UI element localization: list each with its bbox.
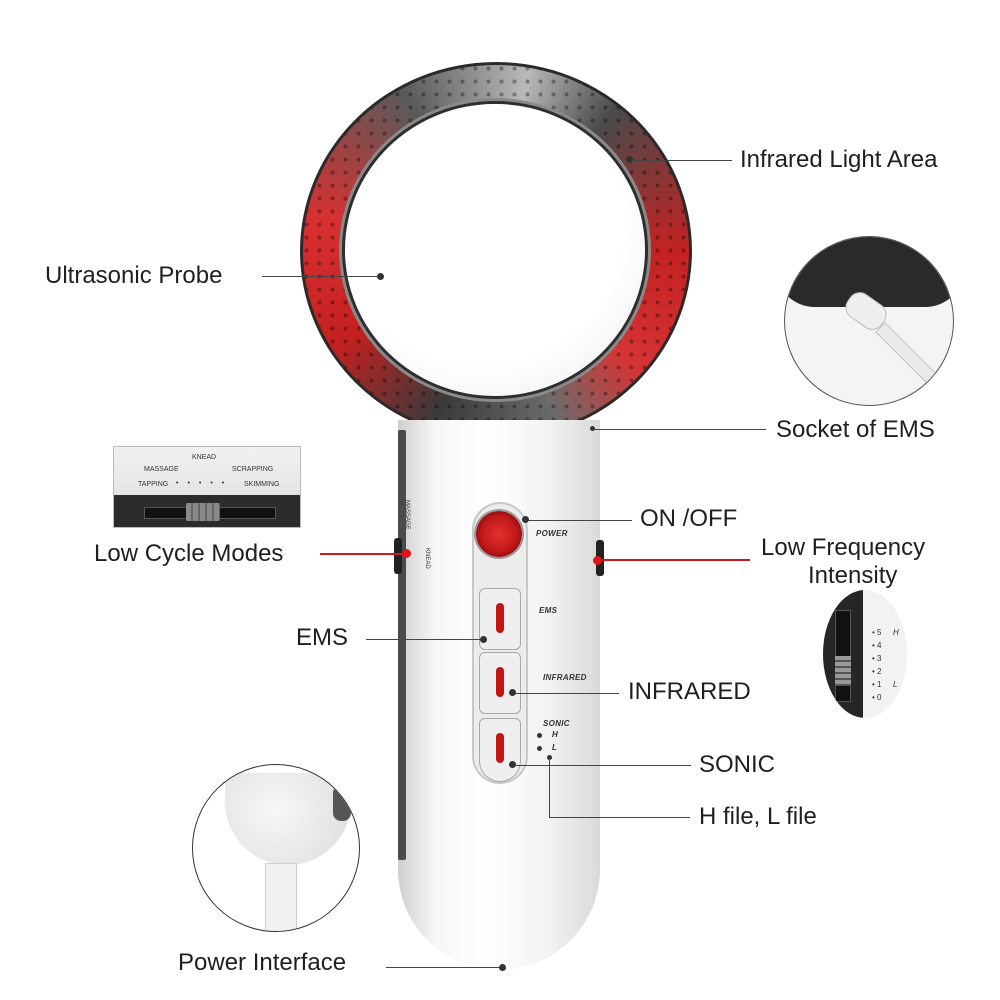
intensity-inset: • 5 • 4 • 3 • 2 • 1 • 0 H L <box>823 590 907 718</box>
ems-leader <box>366 639 482 640</box>
mode-massage: MASSAGE <box>144 466 179 473</box>
ultrasonic-probe-marker-icon <box>377 273 384 280</box>
hl-marker-icon <box>547 755 552 760</box>
ems-led-icon <box>496 603 504 633</box>
power-interface-inset <box>192 764 360 932</box>
infrared-area-leader <box>632 160 732 161</box>
ultrasonic-probe-leader <box>262 276 380 277</box>
label-ultrasonic-probe: Ultrasonic Probe <box>45 262 223 289</box>
power-marker-icon <box>522 516 529 523</box>
intensity-level: • 4 <box>872 641 882 650</box>
low-cycle-mode-slider[interactable] <box>394 538 402 574</box>
label-intensity: Intensity <box>808 562 898 589</box>
intensity-leader <box>600 559 750 561</box>
ems-socket-leader <box>594 429 766 430</box>
low-cycle-modes-inset: KNEAD MASSAGE SCRAPPING TAPPING SKIMMING… <box>113 446 301 528</box>
intensity-high-label: H <box>893 628 899 637</box>
sonic-l-caption: L <box>552 743 558 752</box>
sonic-caption: SONIC <box>543 719 570 728</box>
power-plug <box>265 863 297 931</box>
label-ems: EMS <box>296 624 349 651</box>
infrared-leader <box>515 693 619 694</box>
label-sonic: SONIC <box>699 751 776 778</box>
mode-tapping: TAPPING <box>138 481 169 488</box>
low-cycle-marker-icon <box>402 549 411 558</box>
infrared-area-marker-icon <box>626 156 633 163</box>
label-power-interface: Power Interface <box>178 949 347 976</box>
sonic-led-icon <box>496 733 504 763</box>
sonic-h-caption: H <box>552 730 559 739</box>
ems-cable <box>875 322 951 398</box>
power-interface-marker-icon <box>499 964 506 971</box>
handle-mode-print-knead: KNEAD <box>424 548 430 569</box>
infrared-led-icon <box>496 667 504 697</box>
infrared-marker-icon <box>509 689 516 696</box>
intensity-slider-knob[interactable] <box>835 656 851 686</box>
device-edge-dark <box>333 785 351 821</box>
mode-knead: KNEAD <box>192 454 217 461</box>
label-infrared-light-area: Infrared Light Area <box>740 146 938 173</box>
hl-leader-vertical <box>549 760 550 817</box>
label-infrared: INFRARED <box>628 678 751 705</box>
handle-mode-print: MASSAGE <box>404 500 410 530</box>
sonic-button[interactable] <box>479 718 521 782</box>
infrared-caption: INFRARED <box>543 673 587 682</box>
intensity-level: • 1 <box>872 680 882 689</box>
label-low-cycle-modes: Low Cycle Modes <box>94 540 284 567</box>
ems-caption: EMS <box>539 606 558 615</box>
label-low-frequency: Low Frequency <box>761 534 926 561</box>
mode-position-dots: ••••• <box>176 480 234 487</box>
mode-scrapping: SCRAPPING <box>232 466 274 473</box>
power-interface-leader <box>386 967 500 968</box>
ems-marker-icon <box>480 636 487 643</box>
ems-socket-marker-icon <box>590 426 595 431</box>
label-socket-of-ems: Socket of EMS <box>776 416 935 443</box>
label-h-file-l-file: H file, L file <box>699 803 817 830</box>
device-bottom-cap <box>225 773 351 865</box>
intensity-level: • 5 <box>872 628 882 637</box>
intensity-level: • 3 <box>872 654 882 663</box>
label-on-off: ON /OFF <box>640 505 738 532</box>
intensity-level: • 2 <box>872 667 882 676</box>
low-cycle-leader <box>320 553 406 555</box>
power-leader <box>528 520 632 521</box>
sonic-l-indicator-icon <box>537 746 542 751</box>
intensity-level: • 0 <box>872 693 882 702</box>
handle-side-edge <box>398 430 406 860</box>
intensity-marker-icon <box>593 556 602 565</box>
infrared-button[interactable] <box>479 652 521 714</box>
intensity-low-label: L <box>893 680 898 689</box>
mode-slider-knob[interactable] <box>186 503 220 521</box>
power-caption: POWER <box>536 529 568 538</box>
sonic-leader <box>515 765 691 766</box>
power-button[interactable] <box>476 511 522 557</box>
ultrasonic-probe-lens <box>345 104 645 396</box>
mode-skimming: SKIMMING <box>244 481 280 488</box>
hl-leader-horizontal <box>549 817 690 818</box>
sonic-h-indicator-icon <box>537 733 542 738</box>
sonic-marker-icon <box>509 761 516 768</box>
ems-socket-inset <box>784 236 954 406</box>
